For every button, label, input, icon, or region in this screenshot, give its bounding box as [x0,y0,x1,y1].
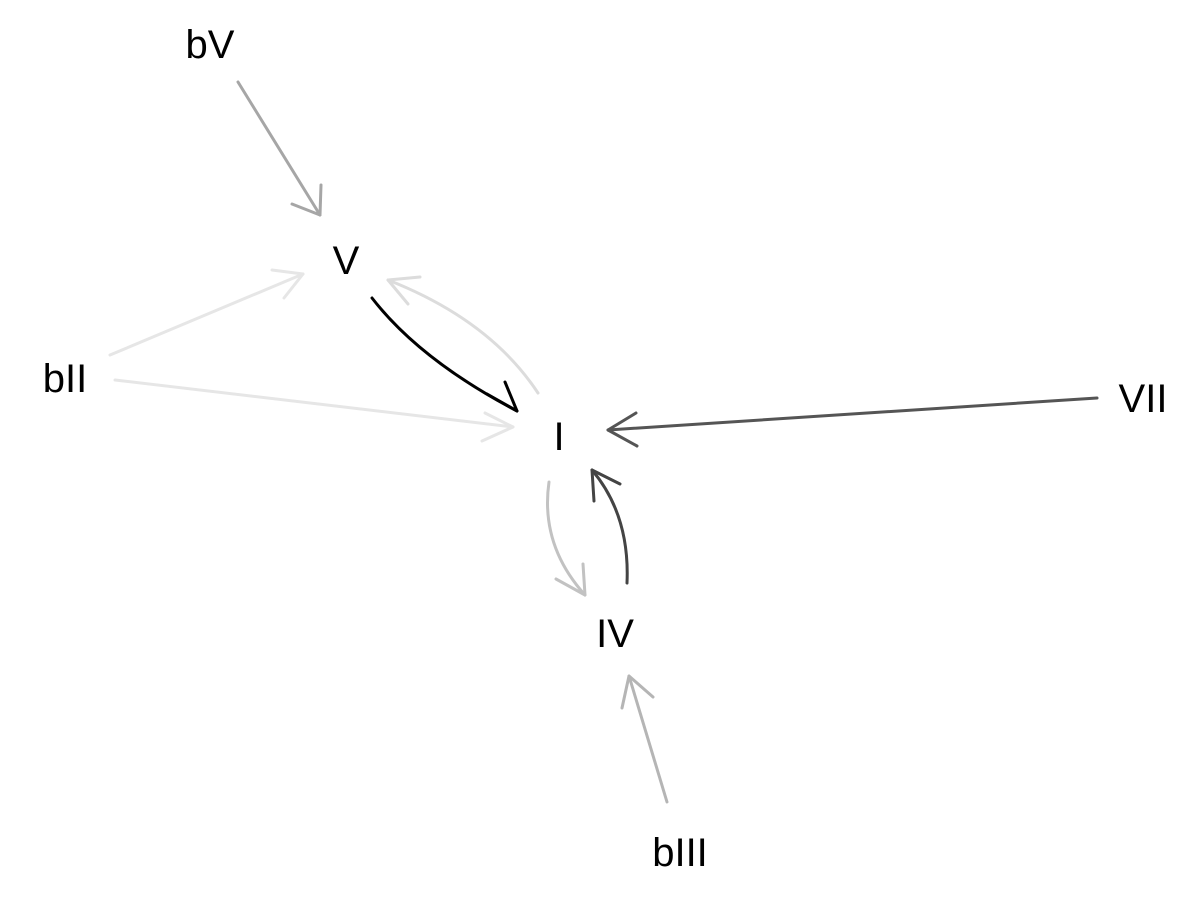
arrowhead-icon [386,275,422,306]
edge-VII-to-I [606,396,1099,448]
edge-line [108,272,305,357]
edge-bV-to-V [236,80,323,217]
edges-layer [108,80,1099,804]
node-bIII: bIII [652,831,708,875]
edge-bII-to-I [113,378,515,443]
edge-line [590,468,629,585]
edge-IV-to-I [590,468,629,585]
edge-bIII-to-IV [620,674,669,804]
edge-line [370,296,519,413]
edge-line [627,674,669,804]
edge-line [606,396,1099,432]
edge-line [113,378,515,429]
edge-line [546,480,587,597]
arrowhead-icon [620,674,655,710]
arrowhead-icon [270,268,305,300]
arrowhead-icon [590,468,622,503]
edge-line [386,278,540,395]
edge-V-to-I [370,296,519,413]
node-IV: IV [596,612,634,656]
edge-line [236,80,322,217]
arrowhead-icon [290,183,323,217]
nodes-layer: bV V bII I VII IV bIII [43,23,1168,875]
edge-bII-to-V [108,268,305,357]
arrowhead-icon [480,411,515,443]
node-VII: VII [1119,377,1168,421]
edge-I-to-V [386,275,540,395]
edge-I-to-IV [546,480,587,597]
arrowhead-icon [554,562,587,597]
arrowhead-icon [485,380,519,413]
node-bV: bV [186,23,235,67]
node-V: V [333,239,360,283]
arrowhead-icon [606,411,639,448]
node-bII: bII [43,357,87,401]
node-I: I [553,415,564,459]
